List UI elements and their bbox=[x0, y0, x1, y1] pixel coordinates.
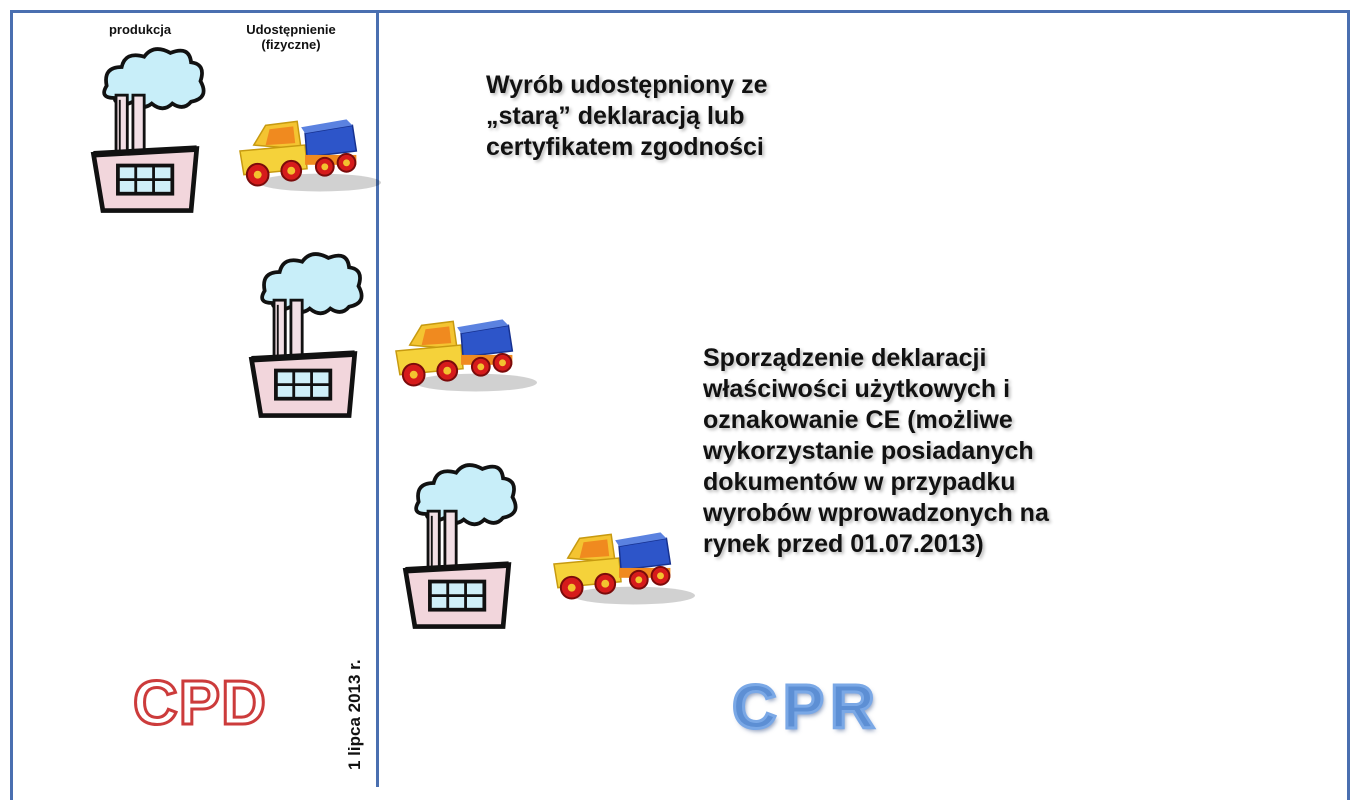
toy-truck-icon bbox=[550, 518, 698, 608]
new-declaration-text: Sporządzenie deklaracji właściwości użyt… bbox=[703, 344, 1049, 558]
slide-frame bbox=[10, 10, 1350, 800]
header-production: produkcja bbox=[108, 22, 172, 37]
old-declaration-text: Wyrób udostępniony ze „starą” deklaracją… bbox=[486, 71, 768, 161]
factory-icon bbox=[398, 456, 520, 632]
timeline-divider bbox=[376, 12, 379, 787]
header-availability: Udostępnienie (fizyczne) bbox=[246, 22, 336, 52]
factory-icon bbox=[244, 245, 366, 421]
cpr-logo: CPR bbox=[731, 672, 881, 744]
date-label: 1 lipca 2013 r. bbox=[345, 659, 364, 770]
toy-truck-icon bbox=[236, 105, 384, 195]
cpd-logo: CPD bbox=[132, 668, 268, 740]
factory-icon bbox=[86, 40, 208, 216]
toy-truck-icon bbox=[392, 305, 540, 395]
